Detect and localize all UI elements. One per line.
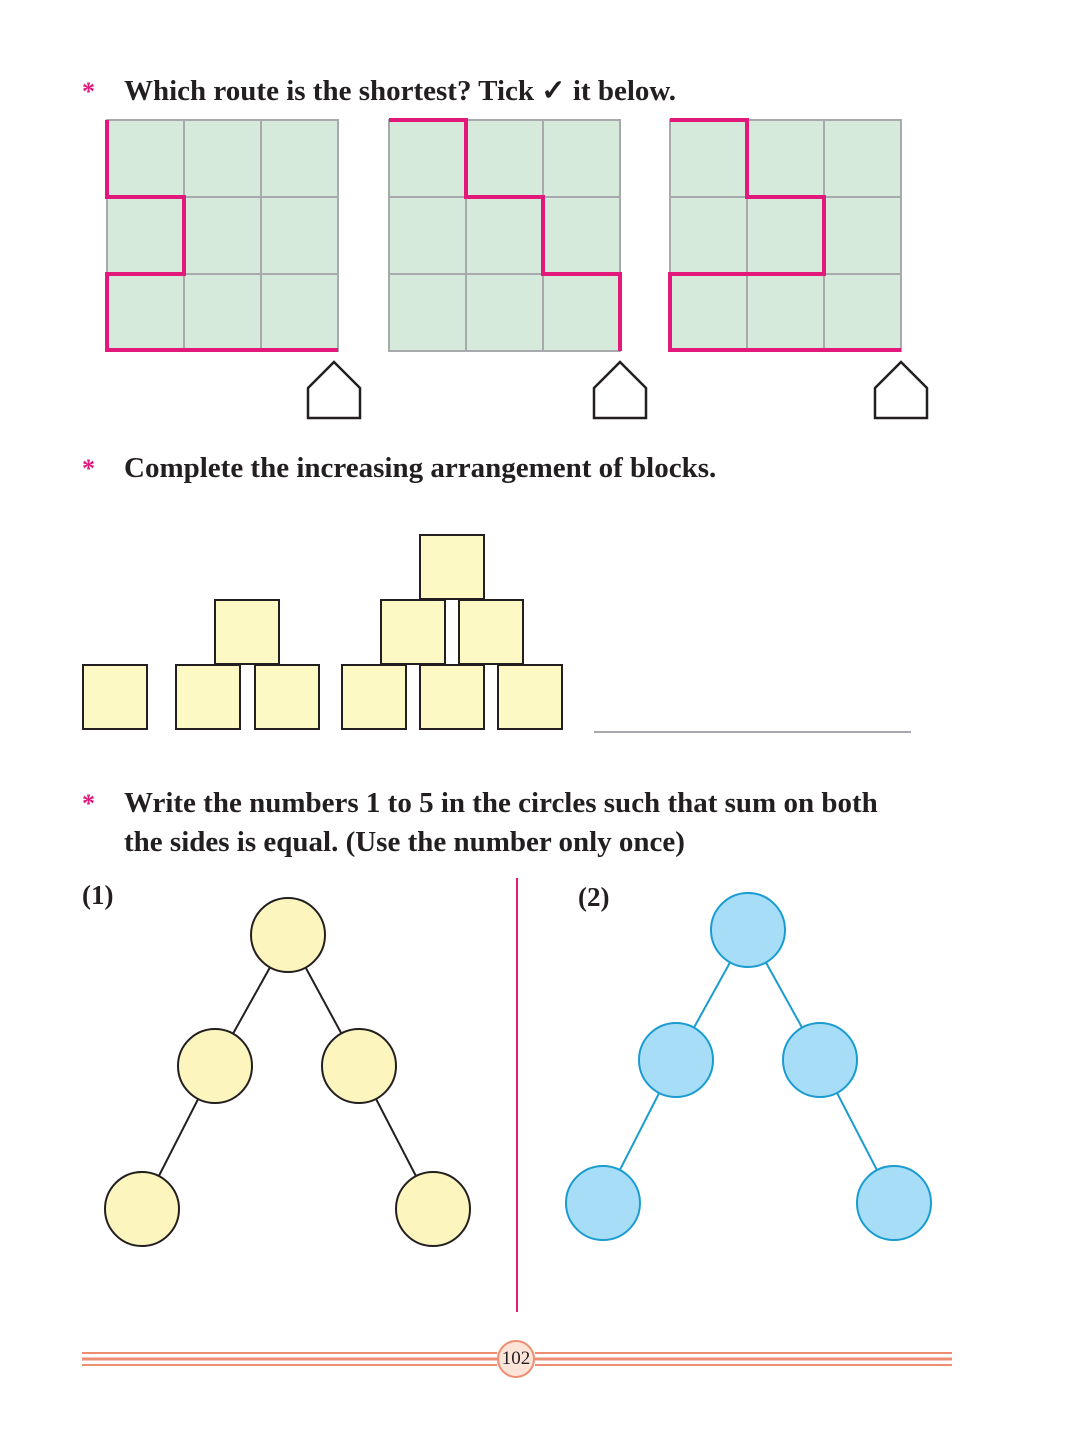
block <box>214 599 280 665</box>
route-grid-3[interactable] <box>668 118 902 352</box>
part-1-label: (1) <box>82 880 114 910</box>
block <box>458 599 524 665</box>
bullet-star: * <box>82 77 95 106</box>
footer-rule <box>82 1352 952 1366</box>
question-3: * Write the numbers 1 to 5 in the circles… <box>82 784 878 862</box>
block <box>380 599 446 665</box>
house-outline-icon <box>592 360 648 420</box>
answer-circle <box>104 1171 180 1247</box>
circle-tree-2 <box>565 892 932 1241</box>
route-grid-1[interactable] <box>105 119 339 352</box>
route-path-1 <box>105 120 338 352</box>
block <box>419 664 485 730</box>
answer-circle <box>782 1022 858 1098</box>
answer-circle <box>856 1165 932 1241</box>
block <box>175 664 241 730</box>
page-number: 102 <box>497 1340 535 1378</box>
answer-circle <box>638 1022 714 1098</box>
question-3-line-1: Write the numbers 1 to 5 in the circles … <box>124 787 878 819</box>
block <box>82 664 148 730</box>
route-grid-2[interactable] <box>388 118 622 352</box>
answer-circle <box>395 1171 471 1247</box>
answer-circle <box>321 1028 397 1104</box>
question-1: * Which route is the shortest? Tick ✓ it … <box>82 72 676 111</box>
answer-circle <box>177 1028 253 1104</box>
route-path-2 <box>389 118 622 351</box>
question-1-text: Which route is the shortest? Tick ✓ it b… <box>124 75 676 107</box>
question-3-line-2: the sides is equal. (Use the number only… <box>124 826 685 858</box>
house-outline-icon <box>873 360 929 420</box>
question-2-text: Complete the increasing arrangement of b… <box>124 452 717 484</box>
question-2: * Complete the increasing arrangement of … <box>82 449 716 488</box>
block <box>254 664 320 730</box>
circle-tree-1 <box>104 897 471 1247</box>
route-path-3 <box>668 118 901 352</box>
answer-circle <box>250 897 326 973</box>
bullet-star: * <box>82 454 95 483</box>
answer-circle <box>565 1165 641 1241</box>
part-2-label: (2) <box>578 882 610 912</box>
bullet-star: * <box>82 789 95 818</box>
house-outline-icon <box>306 360 362 420</box>
block <box>419 534 485 600</box>
block <box>497 664 563 730</box>
answer-circle <box>710 892 786 968</box>
block <box>341 664 407 730</box>
